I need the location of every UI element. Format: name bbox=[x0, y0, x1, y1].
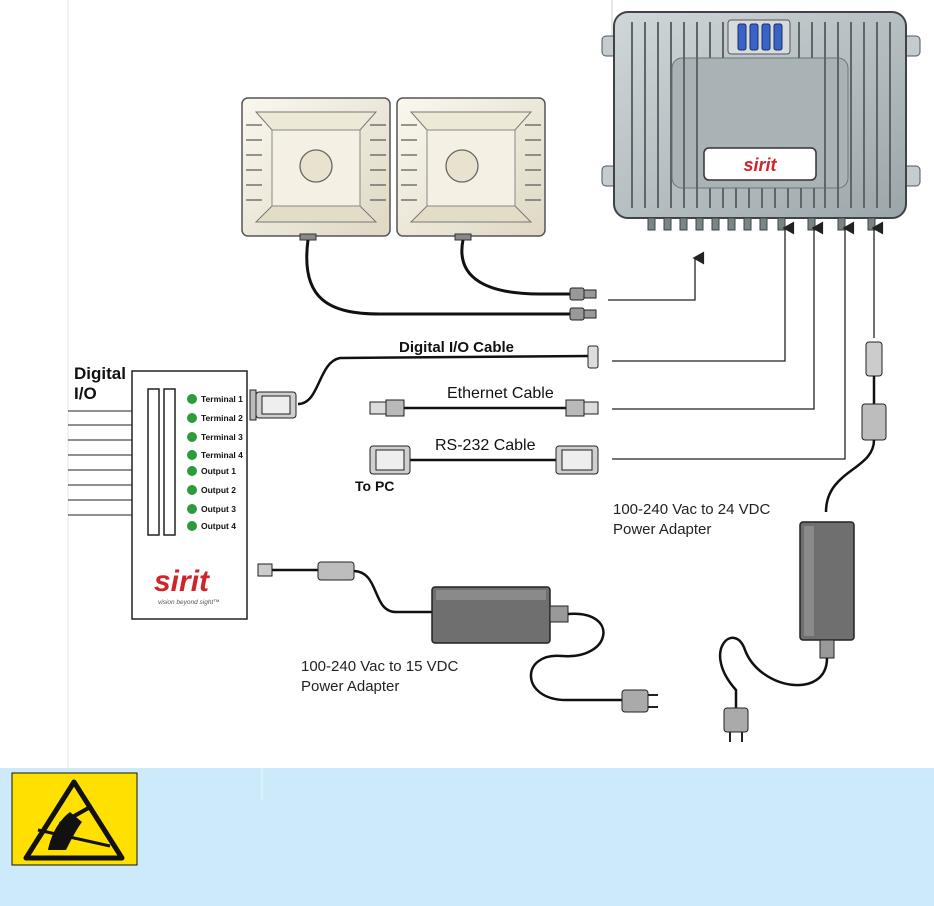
antenna-connectors bbox=[570, 288, 596, 320]
led-indicator bbox=[187, 485, 197, 495]
antenna-left bbox=[242, 98, 390, 240]
led-indicator bbox=[187, 450, 197, 460]
led-indicator bbox=[187, 432, 197, 442]
led-indicator bbox=[187, 413, 197, 423]
led-indicator bbox=[187, 466, 197, 476]
output-label: Output 3 bbox=[201, 504, 236, 514]
adapter-24vdc-label-line2: Power Adapter bbox=[613, 520, 711, 539]
adapter-15vdc-label-line2: Power Adapter bbox=[301, 677, 399, 696]
to-pc-label: To PC bbox=[355, 478, 394, 494]
digital-io-title-line1: Digital bbox=[74, 364, 126, 383]
rs232-cable-label: RS-232 Cable bbox=[435, 437, 536, 455]
adapter-24vdc-label-line1: 100-240 Vac to 24 VDC bbox=[613, 500, 770, 519]
led-indicator bbox=[187, 521, 197, 531]
terminal-label: Terminal 4 bbox=[201, 450, 243, 460]
output-label: Output 2 bbox=[201, 485, 236, 495]
db9-connector-pc bbox=[370, 446, 410, 474]
esd-warning-icon bbox=[12, 773, 137, 865]
antenna-right bbox=[397, 98, 545, 240]
digital-io-connector bbox=[588, 346, 598, 368]
rfid-reader: sirit bbox=[602, 12, 920, 230]
output-label: Output 4 bbox=[201, 521, 236, 531]
ethernet-cable-label: Ethernet Cable bbox=[447, 385, 554, 403]
terminal-label: Terminal 1 bbox=[201, 394, 243, 404]
db9-connector-io bbox=[250, 390, 296, 420]
io-box-tagline: vision beyond sight™ bbox=[158, 599, 220, 606]
digital-io-title-line2: I/O bbox=[74, 384, 97, 403]
adapter-15vdc-label-line1: 100-240 Vac to 15 VDC bbox=[301, 657, 458, 676]
terminal-label: Terminal 3 bbox=[201, 432, 243, 442]
rj45-connector-left bbox=[370, 400, 404, 416]
power-adapter-24vdc bbox=[720, 342, 886, 742]
connection-arrows bbox=[608, 228, 874, 459]
terminal-label: Terminal 2 bbox=[201, 413, 243, 423]
digital-io-cable-label: Digital I/O Cable bbox=[399, 339, 514, 356]
rj45-connector-right bbox=[566, 400, 598, 416]
io-box-logo: sirit bbox=[154, 565, 209, 599]
led-indicator bbox=[187, 504, 197, 514]
output-label: Output 1 bbox=[201, 466, 236, 476]
db9-connector-reader bbox=[556, 446, 598, 474]
reader-logo: sirit bbox=[743, 155, 777, 175]
antenna-cable-right bbox=[462, 240, 572, 294]
led-indicator bbox=[187, 394, 197, 404]
antenna-cable-left bbox=[307, 240, 572, 314]
